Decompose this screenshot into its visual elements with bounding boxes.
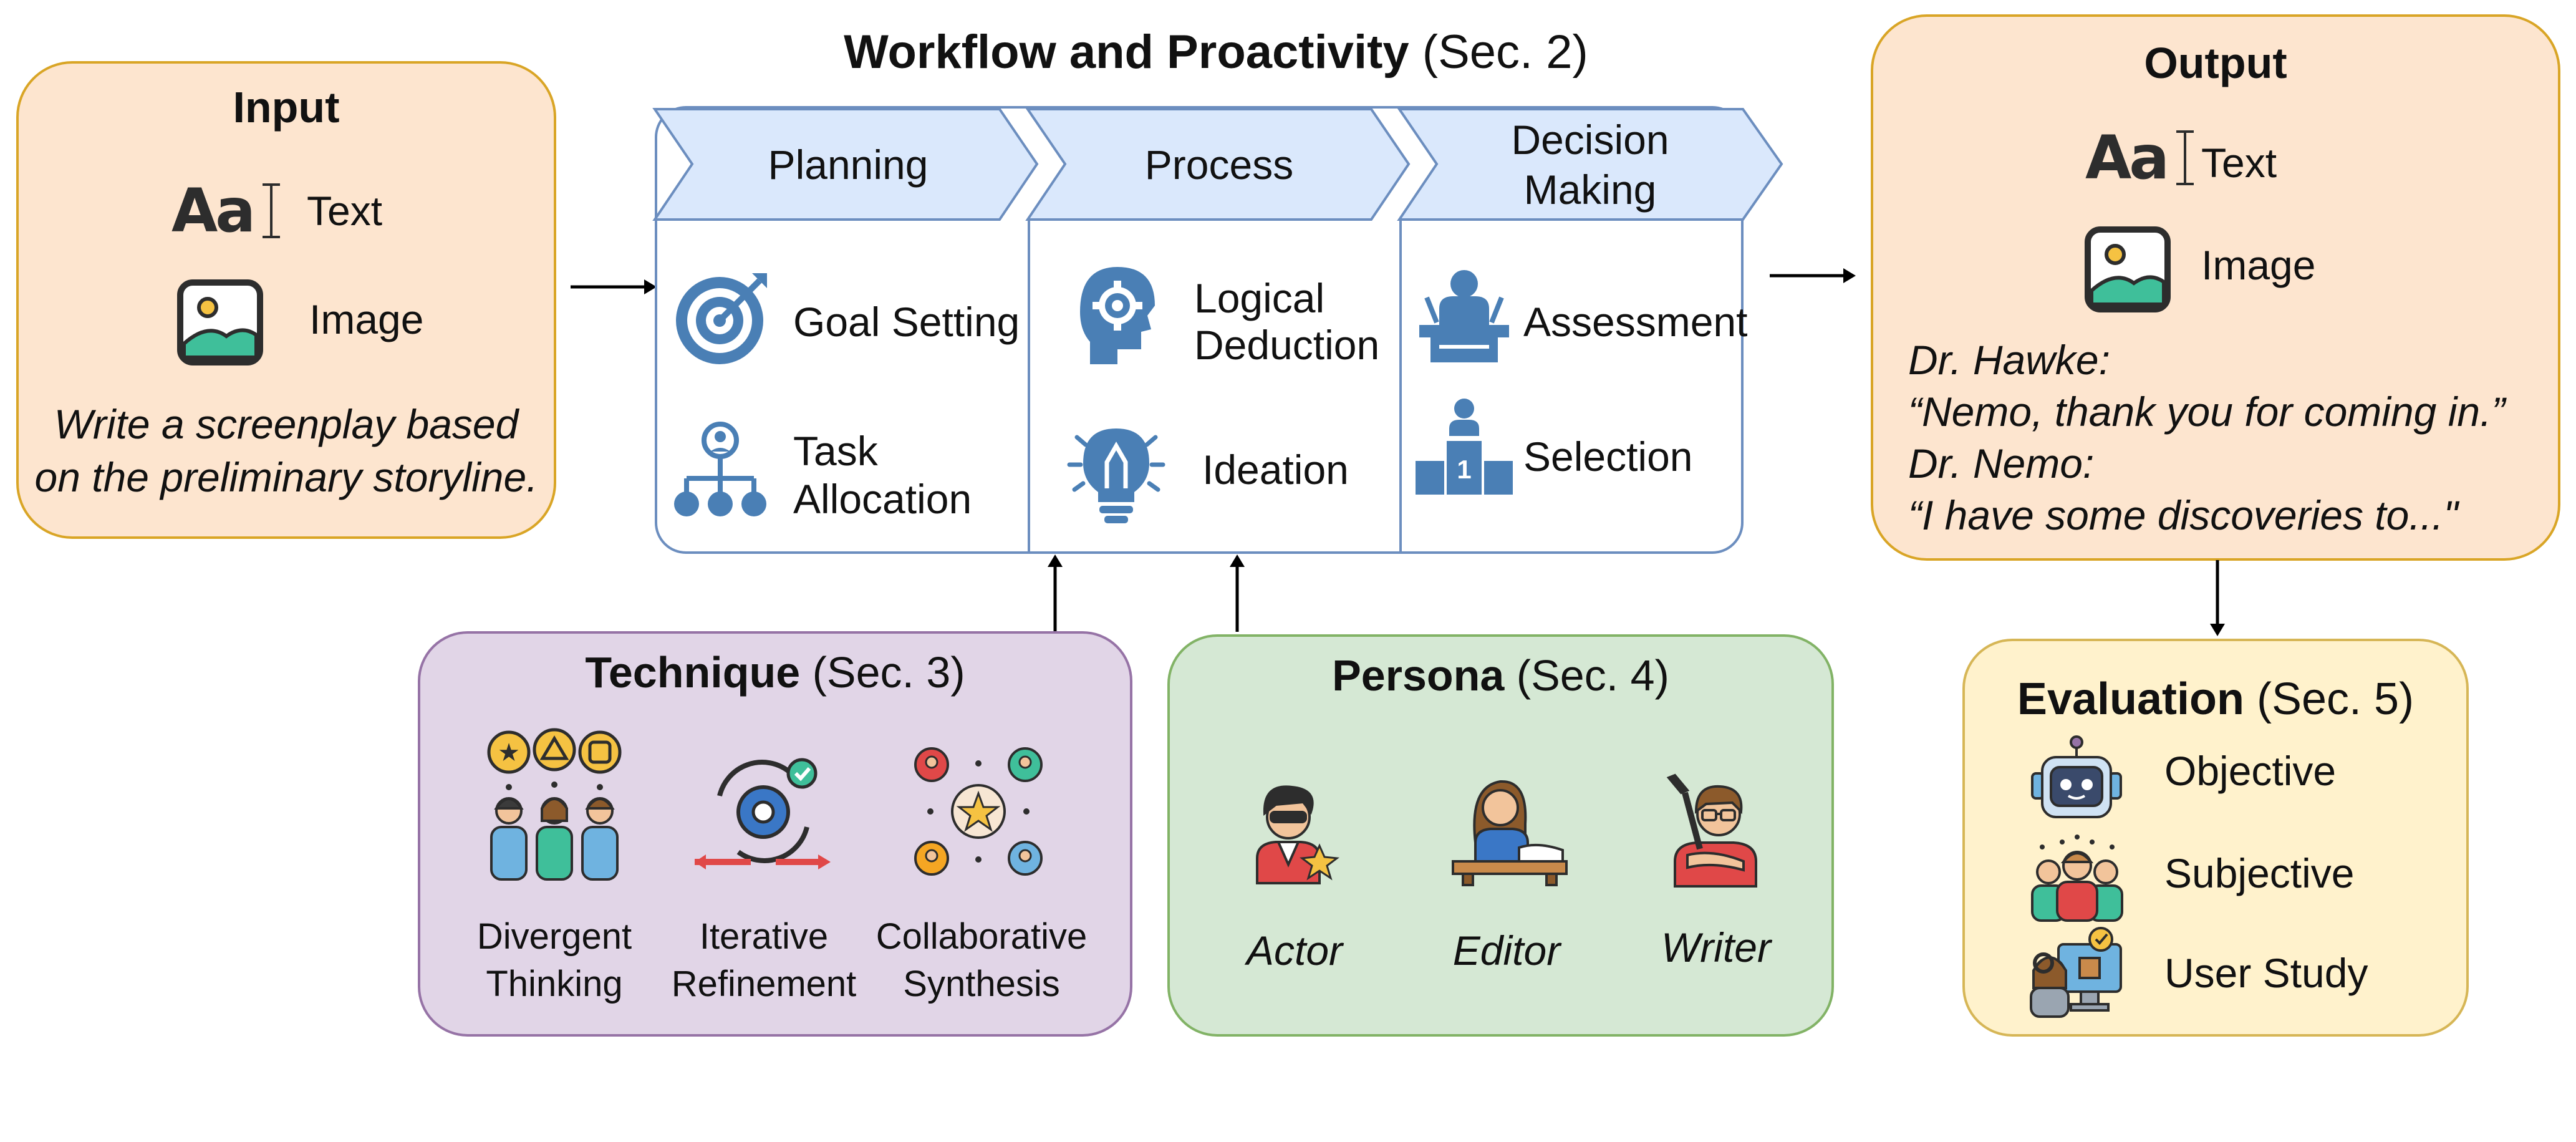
dialogue-line-3: Dr. Nemo: [1908, 440, 2095, 486]
iterative-refinement-icon [695, 758, 831, 869]
subjective-label: Subjective [2164, 850, 2355, 896]
writer-label: Writer [1661, 924, 1771, 970]
technique-box: Technique (Sec. 3) ★ Divergent Thinking … [418, 631, 1132, 1037]
assessment-label: Assessment [1523, 299, 1748, 345]
arrow-output-to-evaluation [2210, 560, 2225, 636]
output-text-label: Text [2201, 140, 2277, 186]
iterative-label-1: Iterative [699, 916, 829, 957]
people-icon [2031, 835, 2123, 922]
deduction-label: Deduction [1194, 322, 1380, 368]
objective-label: Objective [2164, 748, 2337, 794]
stage-process-label: Process [1144, 142, 1294, 188]
writer-icon [1666, 773, 1757, 888]
selection-label: Selection [1523, 433, 1693, 480]
actor-label: Actor [1246, 927, 1343, 974]
allocation-label: Allocation [793, 476, 972, 522]
editor-label: Editor [1452, 927, 1561, 974]
divergent-label-2: Thinking [486, 964, 623, 1004]
dialogue-line-1: Dr. Hawke: [1908, 337, 2110, 383]
output-image-label: Image [2201, 242, 2316, 288]
logical-label: Logical [1194, 275, 1325, 321]
technique-title: Technique (Sec. 3) [585, 648, 965, 697]
workflow-divider-1 [1028, 218, 1030, 553]
workflow-title: Workflow and Proactivity (Sec. 2) [844, 26, 1588, 79]
image-icon [177, 279, 263, 365]
stage-decision-chevron [1397, 108, 1783, 221]
text-icon: Aa [171, 176, 284, 246]
arrow-workflow-to-output [1770, 268, 1856, 283]
svg-text:★: ★ [498, 738, 520, 767]
iterative-label-2: Refinement [671, 964, 857, 1004]
stage-chevrons [652, 108, 1783, 221]
user-study-label: User Study [2164, 950, 2368, 996]
input-prompt-line2: on the preliminary storyline. [34, 454, 538, 500]
ideation-label: Ideation [1202, 447, 1349, 493]
robot-icon [2031, 735, 2122, 818]
winner-podium-icon: 1 [1416, 399, 1513, 495]
input-image-label: Image [309, 296, 424, 342]
stage-planning-chevron [652, 108, 1039, 221]
input-prompt-line1: Write a screenplay based [54, 401, 519, 447]
divergent-thinking-icon: ★ [487, 728, 622, 881]
evaluation-title: Evaluation (Sec. 5) [2017, 674, 2414, 724]
podium-icon [1419, 270, 1509, 362]
arrow-technique-to-workflow [1048, 554, 1063, 632]
stage-planning-label: Planning [768, 142, 929, 188]
goal-setting-label: Goal Setting [793, 299, 1020, 345]
input-title: Input [233, 83, 340, 132]
hierarchy-icon [674, 422, 766, 516]
actor-icon [1256, 785, 1339, 884]
stage-decision-label-2: Making [1523, 167, 1657, 213]
workflow-divider-2 [1399, 218, 1402, 553]
collaborative-label-2: Synthesis [903, 964, 1060, 1004]
output-box: Output Aa Text Image Dr. Hawke: “Nemo, t… [1871, 14, 2560, 561]
svg-text:1: 1 [1457, 455, 1471, 484]
persona-title: Persona (Sec. 4) [1332, 651, 1669, 700]
target-icon [676, 273, 767, 364]
brain-gear-icon [1080, 267, 1155, 364]
persona-box: Persona (Sec. 4) Actor Editor [1167, 634, 1834, 1037]
image-icon [2085, 226, 2171, 312]
stage-process-chevron [1025, 108, 1411, 221]
dialogue-line-4: “I have some discoveries to..." [1908, 492, 2458, 538]
input-text-label: Text [307, 188, 383, 234]
task-label: Task [793, 428, 878, 474]
editor-icon [1452, 780, 1568, 886]
output-title: Output [2144, 39, 2287, 87]
divergent-label-1: Divergent [476, 916, 632, 957]
user-study-icon [2030, 927, 2122, 1018]
text-icon: Aa [2085, 123, 2197, 193]
lightbulb-icon [1067, 428, 1165, 523]
dialogue-line-2: “Nemo, thank you for coming in.” [1908, 389, 2506, 435]
collaborative-label-1: Collaborative [876, 916, 1088, 957]
collaborative-synthesis-icon [914, 747, 1043, 876]
stage-decision-label-1: Decision [1511, 117, 1669, 163]
input-box: Input Aa Text Image Write a screenplay b… [16, 61, 556, 539]
arrow-persona-to-workflow [1230, 554, 1245, 632]
evaluation-box: Evaluation (Sec. 5) Objective Subjective [1962, 639, 2469, 1037]
arrow-input-to-workflow [571, 279, 657, 294]
